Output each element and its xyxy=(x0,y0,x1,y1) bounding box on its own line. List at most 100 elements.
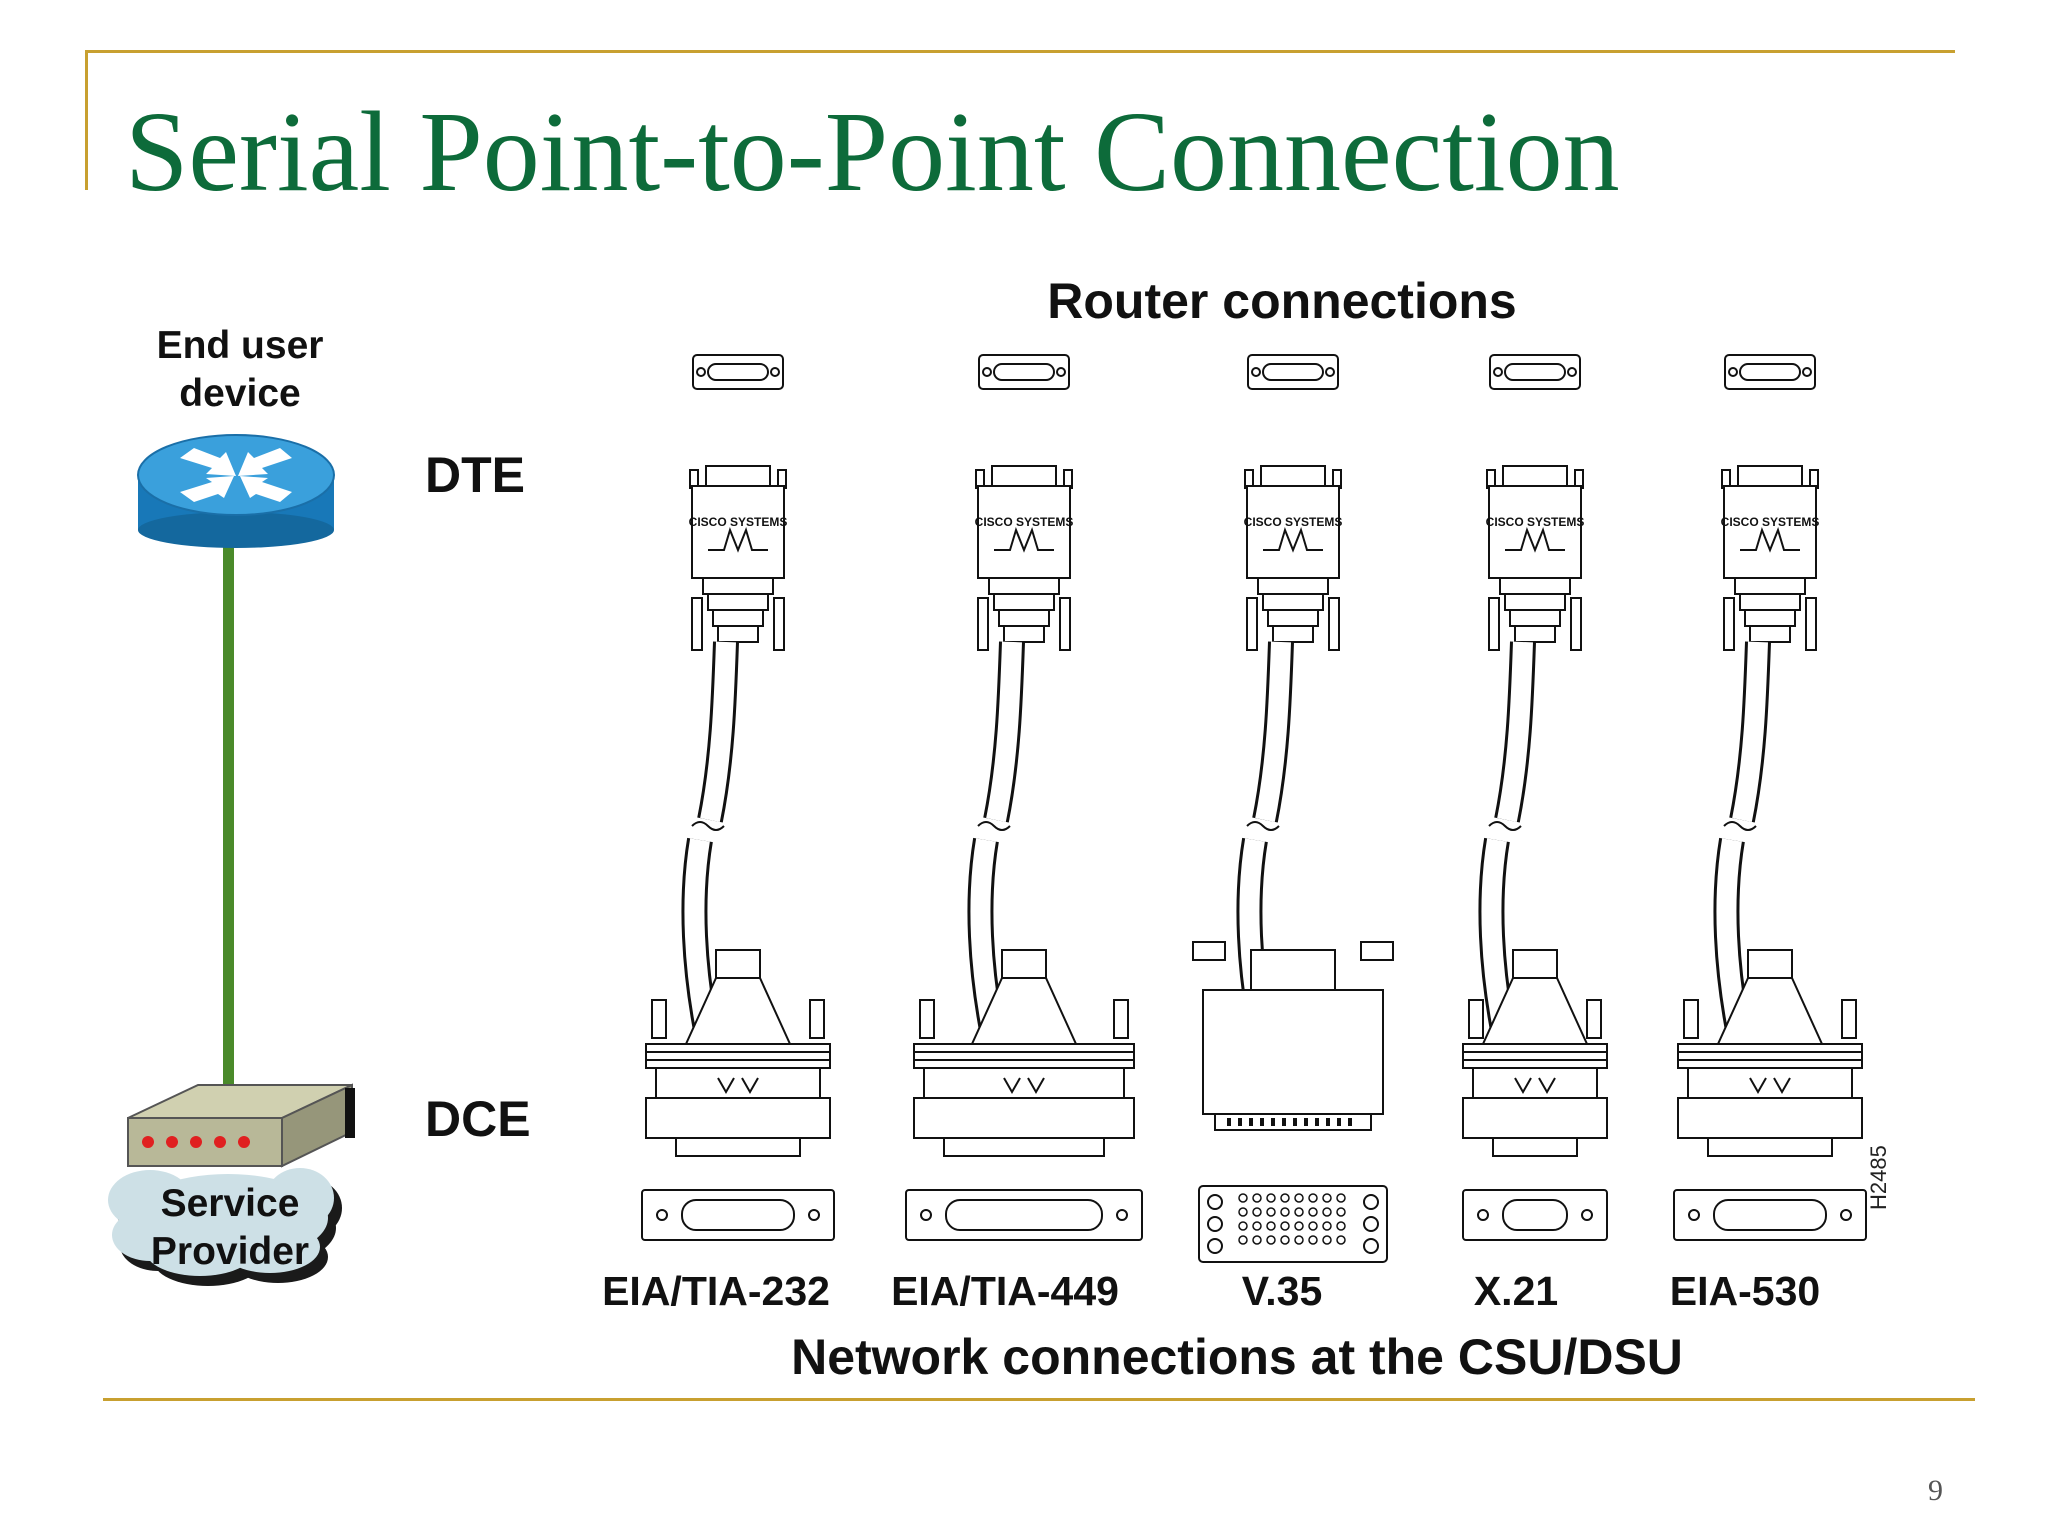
head-logo-text: CISCO SYSTEMS xyxy=(1244,515,1343,529)
net-shell-ring xyxy=(1462,1043,1608,1053)
v35-pin xyxy=(1260,1118,1264,1126)
v35-pin xyxy=(1227,1118,1231,1126)
router-port-screw xyxy=(1567,367,1577,377)
v35-pin-hole xyxy=(1280,1221,1290,1231)
standard-label: EIA-530 xyxy=(1669,1268,1821,1314)
strain-relief-ring xyxy=(702,577,774,595)
v35-port-hole xyxy=(1207,1216,1223,1232)
strain-relief-ring xyxy=(712,609,764,627)
strain-relief-ring xyxy=(1272,625,1314,643)
net-shell-ring xyxy=(645,1059,831,1069)
cable-assembly: CISCO SYSTEMS xyxy=(1462,354,1608,1241)
v35-pin-hole xyxy=(1322,1235,1332,1245)
v35-pin-hole xyxy=(1336,1207,1346,1217)
router-port-socket xyxy=(707,363,769,381)
end-user-device-label: End user device xyxy=(157,322,324,418)
router-port-socket xyxy=(1504,363,1566,381)
strain-relief-ring xyxy=(717,625,759,643)
net-logo xyxy=(717,1077,759,1095)
head-latch xyxy=(773,597,785,651)
head-logo-text: CISCO SYSTEMS xyxy=(975,515,1074,529)
v35-pin-hole xyxy=(1252,1235,1262,1245)
v35-pin-hole xyxy=(1252,1207,1262,1217)
net-pins xyxy=(943,1137,1105,1157)
v35-pin xyxy=(1293,1118,1297,1126)
strain-relief-ring xyxy=(1744,609,1796,627)
router-port-socket xyxy=(993,363,1055,381)
net-shell-base xyxy=(1677,1097,1863,1139)
network-port-socket xyxy=(945,1199,1103,1231)
strain-relief-ring xyxy=(1739,593,1801,611)
v35-pin-hole xyxy=(1238,1221,1248,1231)
v35-pin xyxy=(1326,1118,1330,1126)
head-logo-text: CISCO SYSTEMS xyxy=(689,515,788,529)
head-body xyxy=(1723,485,1817,579)
net-shell-ring xyxy=(913,1051,1135,1061)
net-shell-ring xyxy=(913,1043,1135,1053)
head-latch xyxy=(1059,597,1071,651)
bottom-rule xyxy=(103,1398,1975,1401)
strain-relief-ring xyxy=(1267,609,1319,627)
cable-core xyxy=(1732,641,1768,822)
router-port-screw xyxy=(1251,367,1261,377)
head-top xyxy=(991,465,1057,487)
v35-pin-hole xyxy=(1280,1193,1290,1203)
cable-assembly: CISCO SYSTEMS xyxy=(641,354,835,1241)
net-shell-ring xyxy=(1677,1059,1863,1069)
net-shell-ring xyxy=(645,1051,831,1061)
router-port-screw xyxy=(1325,367,1335,377)
strain-relief-ring xyxy=(988,577,1060,595)
v35-pin-hole xyxy=(1238,1235,1248,1245)
v35-pin xyxy=(1348,1118,1352,1126)
network-port-screw xyxy=(1840,1209,1852,1221)
v35-pin-hole xyxy=(1336,1235,1346,1245)
head-top xyxy=(705,465,771,487)
strain-relief-ring xyxy=(1499,577,1571,595)
v35-pin-hole xyxy=(1294,1207,1304,1217)
v35-port-hole xyxy=(1207,1238,1223,1254)
v35-pin-hole xyxy=(1252,1221,1262,1231)
head-latch xyxy=(1246,597,1258,651)
net-logo xyxy=(1749,1077,1791,1095)
v35-pin-hole xyxy=(1308,1207,1318,1217)
v35-port-hole xyxy=(1207,1194,1223,1210)
v35-pin-hole xyxy=(1266,1221,1276,1231)
v35-pin-hole xyxy=(1266,1207,1276,1217)
cable-break xyxy=(1488,821,1522,831)
slide-title: Serial Point-to-Point Connection xyxy=(125,88,1620,215)
head-body xyxy=(1246,485,1340,579)
network-port-socket xyxy=(1502,1199,1568,1231)
head-latch xyxy=(1723,597,1735,651)
v35-pin-hole xyxy=(1308,1221,1318,1231)
router-port-screw xyxy=(982,367,992,377)
network-connections-label: Network connections at the CSU/DSU xyxy=(791,1329,1683,1385)
head-latch xyxy=(977,597,989,651)
head-top xyxy=(1502,465,1568,487)
net-boot xyxy=(1512,949,1558,979)
v35-pin-hole xyxy=(1308,1235,1318,1245)
router-port-socket xyxy=(1739,363,1801,381)
head-logo-mark xyxy=(1740,526,1800,553)
v35-thumbscrew xyxy=(1192,941,1226,961)
head-body xyxy=(977,485,1071,579)
v35-pin-hole xyxy=(1266,1193,1276,1203)
v35-pin-hole xyxy=(1336,1221,1346,1231)
dce-label: DCE xyxy=(425,1091,531,1147)
net-thumbscrew xyxy=(919,999,935,1039)
v35-top xyxy=(1250,949,1336,991)
router-icon xyxy=(137,434,335,548)
net-logo xyxy=(1514,1077,1556,1095)
v35-pin-hole xyxy=(1322,1207,1332,1217)
strain-relief-ring xyxy=(998,609,1050,627)
head-logo-text: CISCO SYSTEMS xyxy=(1486,515,1585,529)
v35-pin-hole xyxy=(1266,1235,1276,1245)
head-logo-mark xyxy=(1505,526,1565,553)
figure-id: H2485 xyxy=(1866,1145,1891,1210)
head-latch xyxy=(1328,597,1340,651)
network-port-screw xyxy=(1116,1209,1128,1221)
cable-break xyxy=(691,821,725,831)
strain-relief-ring xyxy=(1504,593,1566,611)
v35-pin-hole xyxy=(1308,1193,1318,1203)
link-line xyxy=(223,545,234,1090)
